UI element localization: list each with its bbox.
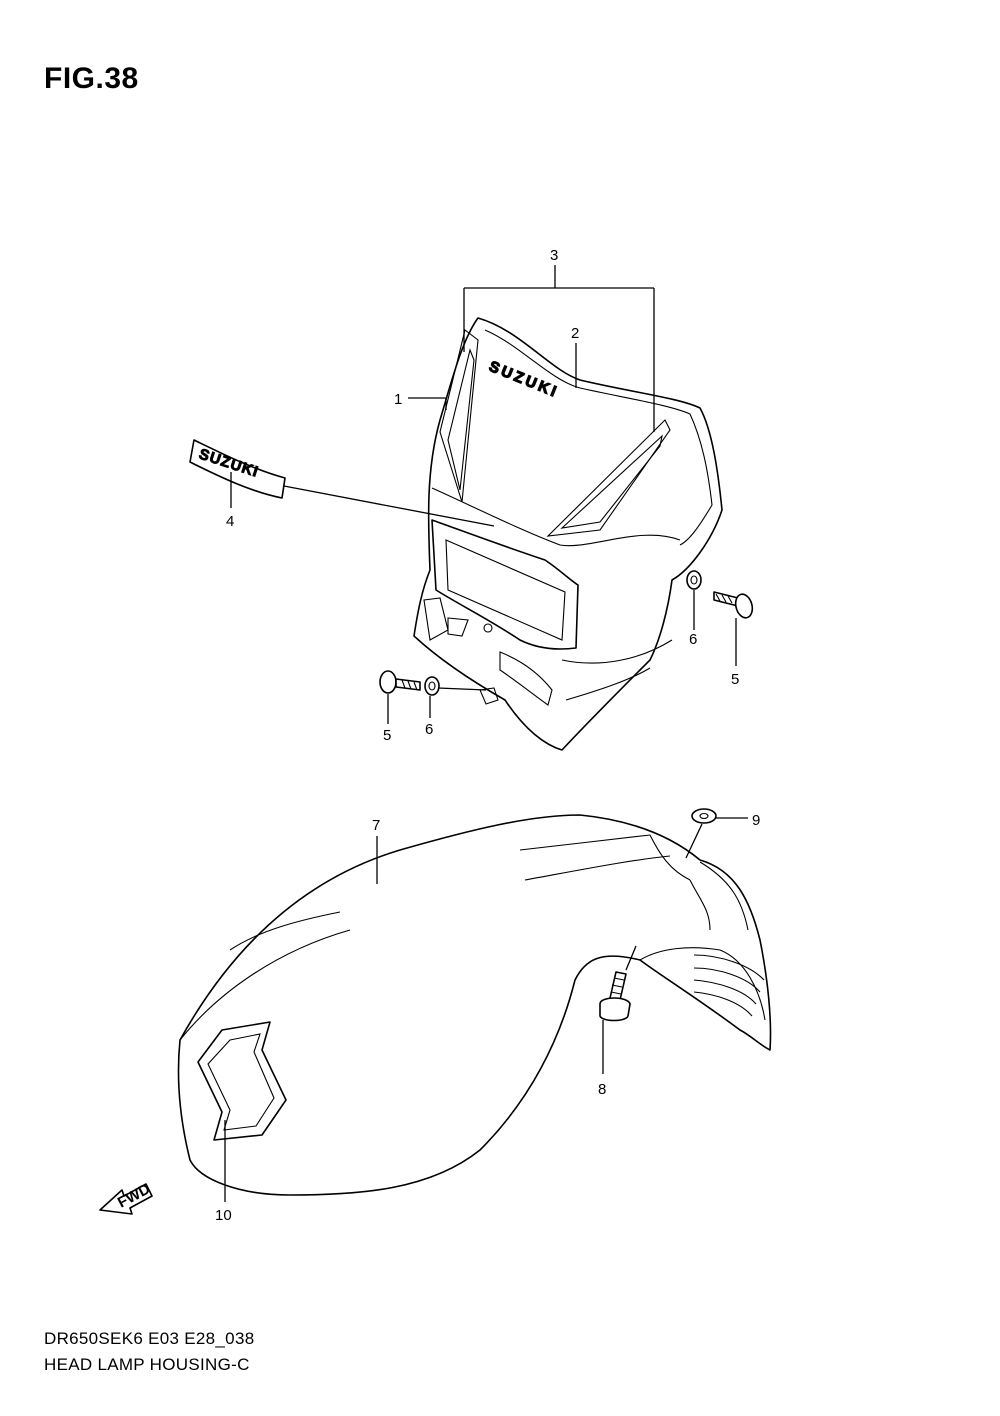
callout-5-left: 5 — [383, 727, 391, 744]
callout-6-left: 6 — [425, 721, 433, 738]
figure-code: DR650SEK6 E03 E28_038 — [44, 1329, 255, 1348]
figure-name: HEAD LAMP HOUSING-C — [44, 1355, 250, 1374]
bolt-left — [379, 670, 421, 694]
callout-2: 2 — [571, 325, 579, 342]
callout-1: 1 — [394, 391, 402, 408]
fwd-arrow-icon: FWD — [99, 1180, 153, 1215]
callout-6-right: 6 — [689, 631, 697, 648]
fender-bolt — [599, 971, 631, 1022]
callout-8: 8 — [598, 1081, 606, 1098]
callout-5-right: 5 — [731, 671, 739, 688]
callout-10: 10 — [215, 1207, 232, 1224]
leader-lines — [224, 265, 748, 1202]
figure-title: FIG.38 — [44, 62, 139, 95]
bolt-right — [713, 591, 754, 619]
suzuki-emblem-decal: SUZUKI — [189, 439, 286, 499]
fender-washer — [691, 808, 717, 824]
callout-9: 9 — [752, 812, 760, 829]
callout-4: 4 — [226, 513, 234, 530]
nut-right — [686, 570, 702, 590]
front-fender — [177, 814, 772, 1196]
nut-left — [424, 676, 440, 696]
fwd-arrow-text: FWD — [115, 1180, 153, 1211]
callout-3: 3 — [550, 247, 558, 264]
callout-numbers: 3 2 1 4 6 5 5 6 7 9 8 10 — [215, 247, 760, 1224]
callout-7: 7 — [372, 817, 380, 834]
headlamp-housing: SUZUKI — [413, 317, 723, 751]
